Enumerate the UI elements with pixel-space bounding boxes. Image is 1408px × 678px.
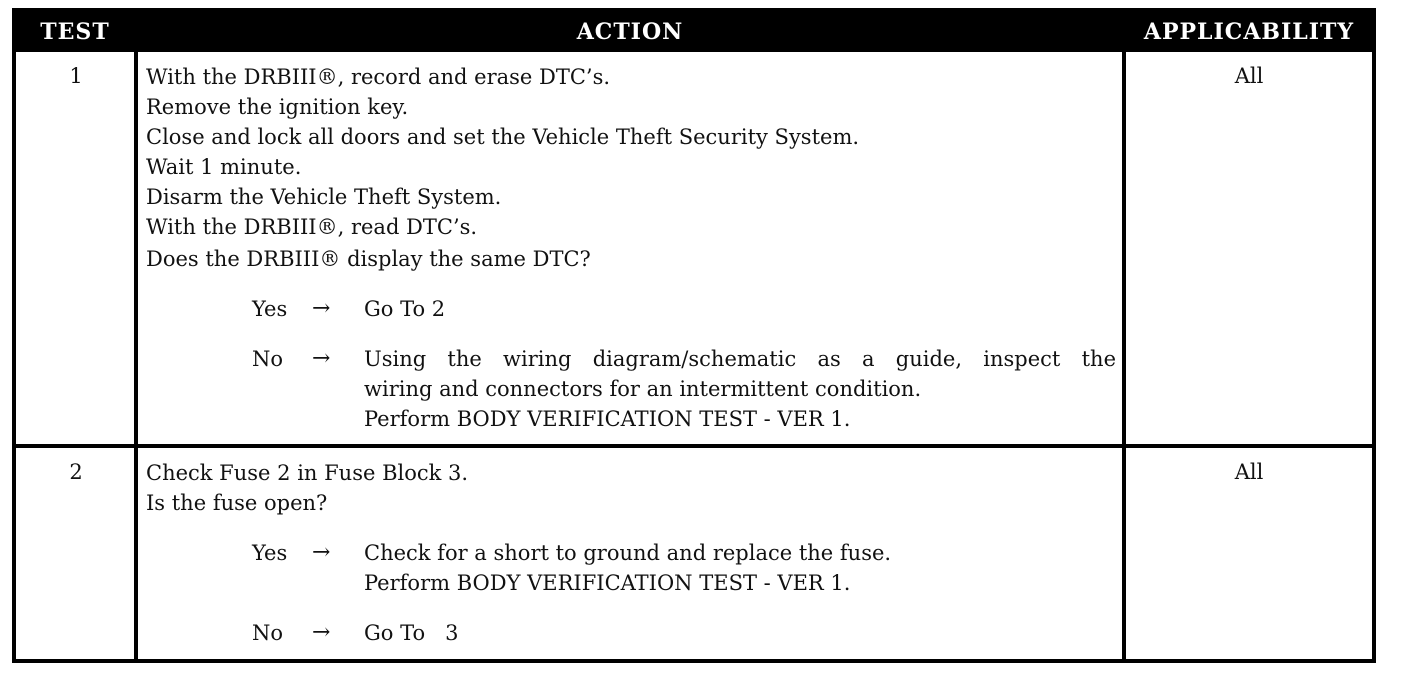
action-step: Remove the ignition key.: [146, 95, 409, 119]
action-step: With the DRBIII®, read DTC’s.: [146, 215, 478, 239]
no-label: No: [252, 621, 284, 645]
yes-result: Check for a short to ground and replace …: [364, 541, 892, 565]
no-result: Go To 3: [364, 621, 459, 645]
action-step: With the DRBIII®, record and erase DTC’s…: [146, 65, 611, 89]
arrow-icon: →: [312, 620, 331, 645]
yes-result: Go To 2: [364, 297, 446, 321]
no-label: No: [252, 347, 284, 371]
test-number: 1: [69, 64, 83, 88]
test-number: 2: [69, 460, 83, 484]
arrow-icon: →: [312, 296, 331, 321]
action-step: Check Fuse 2 in Fuse Block 3.: [146, 461, 469, 485]
applicability-value: All: [1234, 460, 1264, 484]
yes-label: Yes: [252, 297, 288, 321]
yes-label: Yes: [252, 541, 288, 565]
arrow-icon: →: [312, 540, 331, 565]
no-result: Using the wiring diagram/schematic as a …: [364, 347, 1116, 371]
header-action: ACTION: [576, 19, 684, 45]
action-step: Close and lock all doors and set the Veh…: [146, 125, 860, 149]
yes-result: Perform BODY VERIFICATION TEST - VER 1.: [364, 571, 851, 595]
table-header: TEST ACTION APPLICABILITY: [16, 12, 1372, 52]
action-step: Does the DRBIII® display the same DTC?: [146, 247, 591, 271]
action-step: Is the fuse open?: [146, 491, 328, 515]
row-divider: [16, 444, 1372, 448]
no-result: wiring and connectors for an intermitten…: [364, 377, 922, 401]
column-divider: [134, 12, 138, 659]
applicability-value: All: [1234, 64, 1264, 88]
arrow-icon: →: [312, 346, 331, 371]
header-test: TEST: [40, 19, 110, 45]
column-divider: [1122, 12, 1126, 659]
diagnostic-table: TEST ACTION APPLICABILITY 1 All With the…: [12, 8, 1376, 663]
action-step: Disarm the Vehicle Theft System.: [146, 185, 502, 209]
no-result: Perform BODY VERIFICATION TEST - VER 1.: [364, 407, 851, 431]
header-applicability: APPLICABILITY: [1143, 19, 1355, 45]
action-step: Wait 1 minute.: [146, 155, 302, 179]
